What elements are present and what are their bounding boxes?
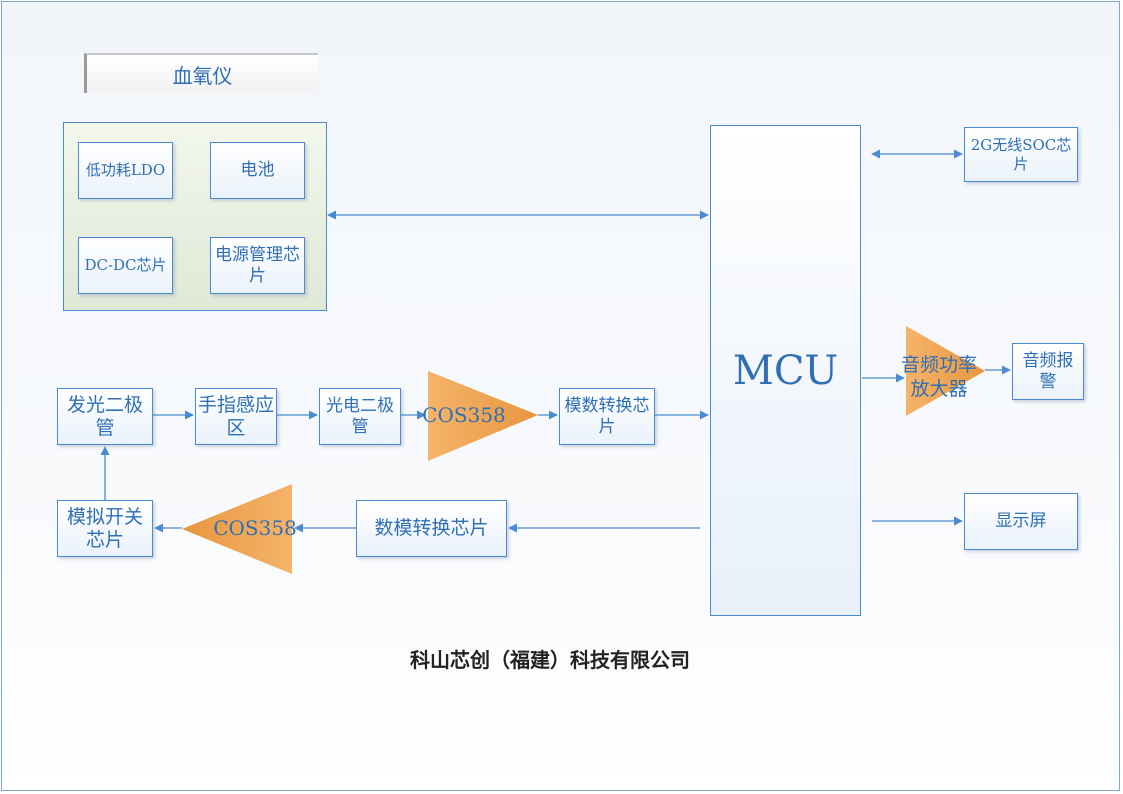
audio-alarm-block: 音频报警 — [1012, 343, 1084, 400]
display-block: 显示屏 — [964, 493, 1078, 550]
amp1-label: COS358 — [422, 403, 506, 427]
adc-block: 模数转换芯片 — [559, 388, 655, 445]
dcdc-block: DC-DC芯片 — [78, 237, 173, 294]
company-footer: 科山芯创（福建）科技有限公司 — [410, 648, 690, 672]
amp1-triangle — [428, 371, 538, 461]
dac-block: 数模转换芯片 — [356, 500, 507, 557]
analog-switch-block: 模拟开关芯片 — [57, 500, 153, 557]
led-block: 发光二极管 — [57, 388, 153, 445]
diagram-title: 血氧仪 — [84, 53, 318, 93]
finger-zone-block: 手指感应区 — [195, 388, 277, 445]
mcu-block: MCU — [710, 125, 861, 616]
wireless-soc-block: 2G无线SOC芯片 — [964, 127, 1078, 182]
pmic-block: 电源管理芯片 — [210, 237, 305, 294]
ldo-block: 低功耗LDO — [78, 142, 173, 199]
amp2-triangle — [182, 484, 292, 574]
amp2-label: COS358 — [213, 516, 297, 540]
battery-block: 电池 — [210, 142, 305, 199]
audio-amp-triangle — [906, 326, 985, 416]
audio-amp-label: 音频功率放大器 — [900, 354, 977, 400]
photodiode-block: 光电二极管 — [319, 388, 401, 445]
